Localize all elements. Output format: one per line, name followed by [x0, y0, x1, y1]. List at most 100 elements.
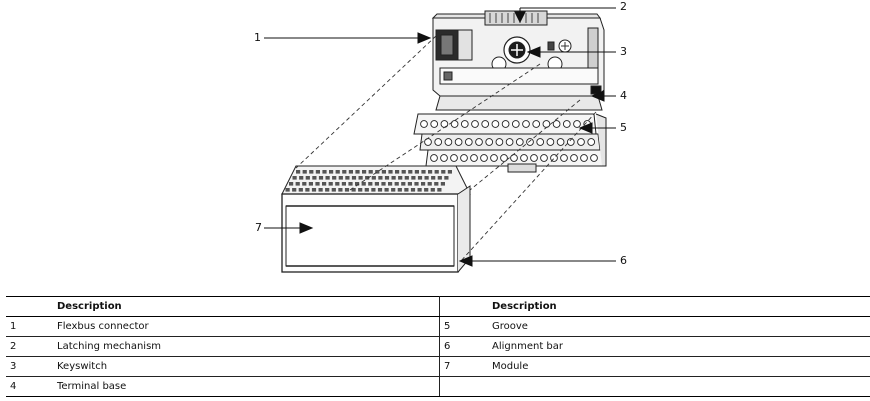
table-row: 1 Flexbus connector 5 Groove: [6, 316, 870, 337]
module-vent: [315, 182, 320, 186]
module-vent: [397, 188, 402, 192]
module-vent: [434, 170, 439, 174]
callout-1: 1: [254, 31, 261, 44]
terminal-screw: [580, 154, 588, 162]
module-vent: [325, 188, 330, 192]
module-vent: [368, 182, 373, 186]
module-vent: [417, 176, 423, 180]
module-vent: [302, 170, 307, 174]
module-vent: [437, 188, 442, 192]
module-vent: [358, 176, 363, 180]
module-vent: [338, 188, 343, 192]
terminal-screw: [440, 154, 448, 162]
terminal-screw: [520, 154, 528, 162]
terminal-screw: [546, 138, 555, 146]
module-vent: [351, 188, 356, 192]
table-row: 3 Keyswitch 7 Module: [6, 356, 870, 377]
terminal-screw: [552, 120, 561, 128]
terminal-screw: [470, 154, 478, 162]
module-vent: [371, 176, 376, 180]
module-illustration: [264, 7, 616, 273]
module-vent: [364, 188, 369, 192]
module-vent: [289, 182, 294, 186]
module-vent: [394, 182, 399, 186]
module-vent: [411, 176, 416, 180]
terminal-screw: [490, 154, 498, 162]
module-vent: [381, 182, 386, 186]
terminal-screw: [590, 154, 598, 162]
header-description-left: Description: [53, 296, 440, 317]
callout-5: 5: [620, 121, 627, 134]
terminal-screw: [577, 138, 585, 146]
module-vent: [331, 188, 336, 192]
description-table: Description Description 1 Flexbus connec…: [6, 296, 870, 397]
callout-6: 6: [620, 254, 627, 267]
table-row: 2 Latching mechanism 6 Alignment bar: [6, 336, 870, 357]
terminal-screw: [501, 120, 510, 128]
terminal-screw: [430, 120, 439, 128]
terminal-screw: [460, 120, 469, 128]
terminal-screw: [505, 138, 514, 146]
module-vent: [358, 188, 363, 192]
module-vent: [440, 182, 445, 186]
module-vent: [355, 182, 360, 186]
terminal-screw: [444, 138, 453, 146]
module-vent: [345, 176, 350, 180]
groove: [435, 95, 603, 111]
callout-7: 7: [255, 221, 262, 234]
module-vent: [388, 182, 393, 186]
terminal-screw: [450, 154, 458, 162]
module-vent: [377, 188, 383, 192]
exploded-diagram: 1 2 3 4 5 6 7: [254, 0, 627, 273]
module-vent: [381, 170, 386, 174]
terminal-screw: [522, 120, 530, 128]
module-vent: [447, 170, 452, 174]
terminal-screw: [570, 154, 578, 162]
module-vent: [311, 188, 317, 192]
terminal-screw: [511, 120, 520, 128]
module-vent: [361, 182, 366, 186]
module-vent: [424, 176, 429, 180]
module-vent: [437, 176, 442, 180]
callout-2: 2: [620, 0, 627, 13]
module-vent: [421, 170, 426, 174]
module-vent: [384, 176, 390, 180]
module-vent: [355, 170, 360, 174]
terminal-screw: [481, 120, 490, 128]
module-vent: [296, 170, 301, 174]
module-vent: [414, 170, 419, 174]
terminal-screw: [460, 154, 468, 162]
module-vent: [332, 176, 337, 180]
module-vent: [292, 176, 297, 180]
module-vent: [342, 170, 347, 174]
module-vent: [428, 170, 433, 174]
terminal-screw: [562, 120, 571, 128]
terminal-screw: [556, 138, 565, 146]
module-vent: [375, 170, 380, 174]
module-vent: [338, 176, 343, 180]
terminal-screw: [573, 120, 581, 128]
module-vent: [308, 182, 313, 186]
module-vent: [374, 182, 379, 186]
module-vent: [401, 182, 406, 186]
module-vent: [335, 170, 340, 174]
module-vent: [417, 188, 422, 192]
terminal-screw: [532, 120, 541, 128]
terminal-screw: [454, 138, 463, 146]
module-vent: [292, 188, 297, 192]
module-vent: [410, 188, 416, 192]
module-vent: [424, 188, 429, 192]
terminal-screw: [424, 138, 432, 146]
module-vent: [341, 182, 346, 186]
terminal-screw: [495, 138, 504, 146]
terminal-screw: [471, 120, 479, 128]
module-vent: [404, 176, 409, 180]
module-vent: [404, 188, 409, 192]
callout-4: 4: [620, 89, 627, 102]
terminal-screw: [540, 154, 548, 162]
module-vent: [322, 182, 327, 186]
terminal-screw: [430, 154, 438, 162]
module-vent: [431, 176, 436, 180]
module-vent: [384, 188, 389, 192]
module-vent: [401, 170, 406, 174]
